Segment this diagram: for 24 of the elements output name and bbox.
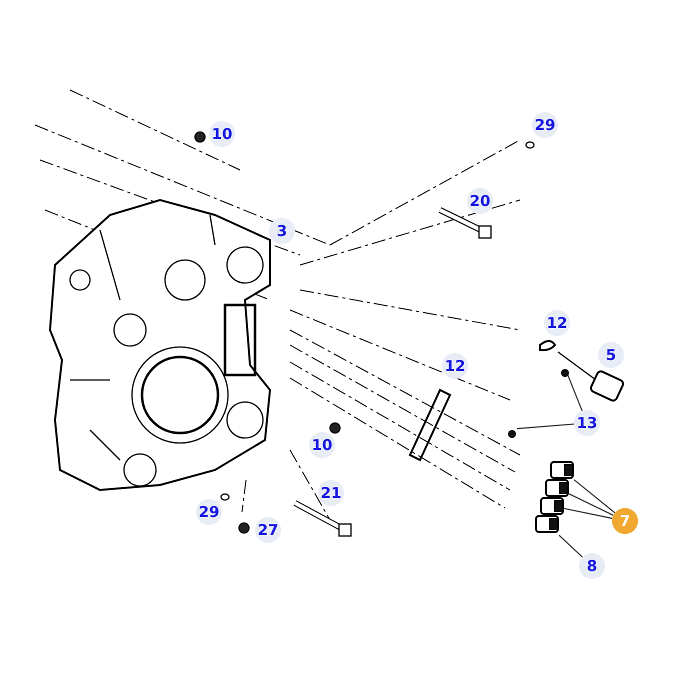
solenoid-valve-icon [535,512,559,536]
solenoid-valve-icon [540,494,564,518]
callout-number: 29 [532,112,558,138]
callout-number: 10 [309,432,335,458]
callout-number: 3 [269,218,295,244]
callout-number: 21 [318,480,344,506]
callout-number: 12 [442,353,468,379]
leader-line [516,423,574,430]
leader-line [568,493,614,516]
leader-line [574,479,616,514]
callout-number: 8 [579,553,605,579]
callout-number: 27 [255,517,281,543]
callout-number: 13 [574,410,600,436]
leader-line [566,372,583,412]
solenoid-valve-icon [550,458,574,482]
leader-line [558,534,583,558]
callout-number: 7 [612,508,638,534]
callout-number: 20 [467,188,493,214]
solenoid-valve-icon [545,476,569,500]
callout-number: 10 [209,121,235,147]
leader-line [564,508,612,519]
callout-number: 12 [544,310,570,336]
callout-number: 29 [196,499,222,525]
callout-number: 5 [598,342,624,368]
